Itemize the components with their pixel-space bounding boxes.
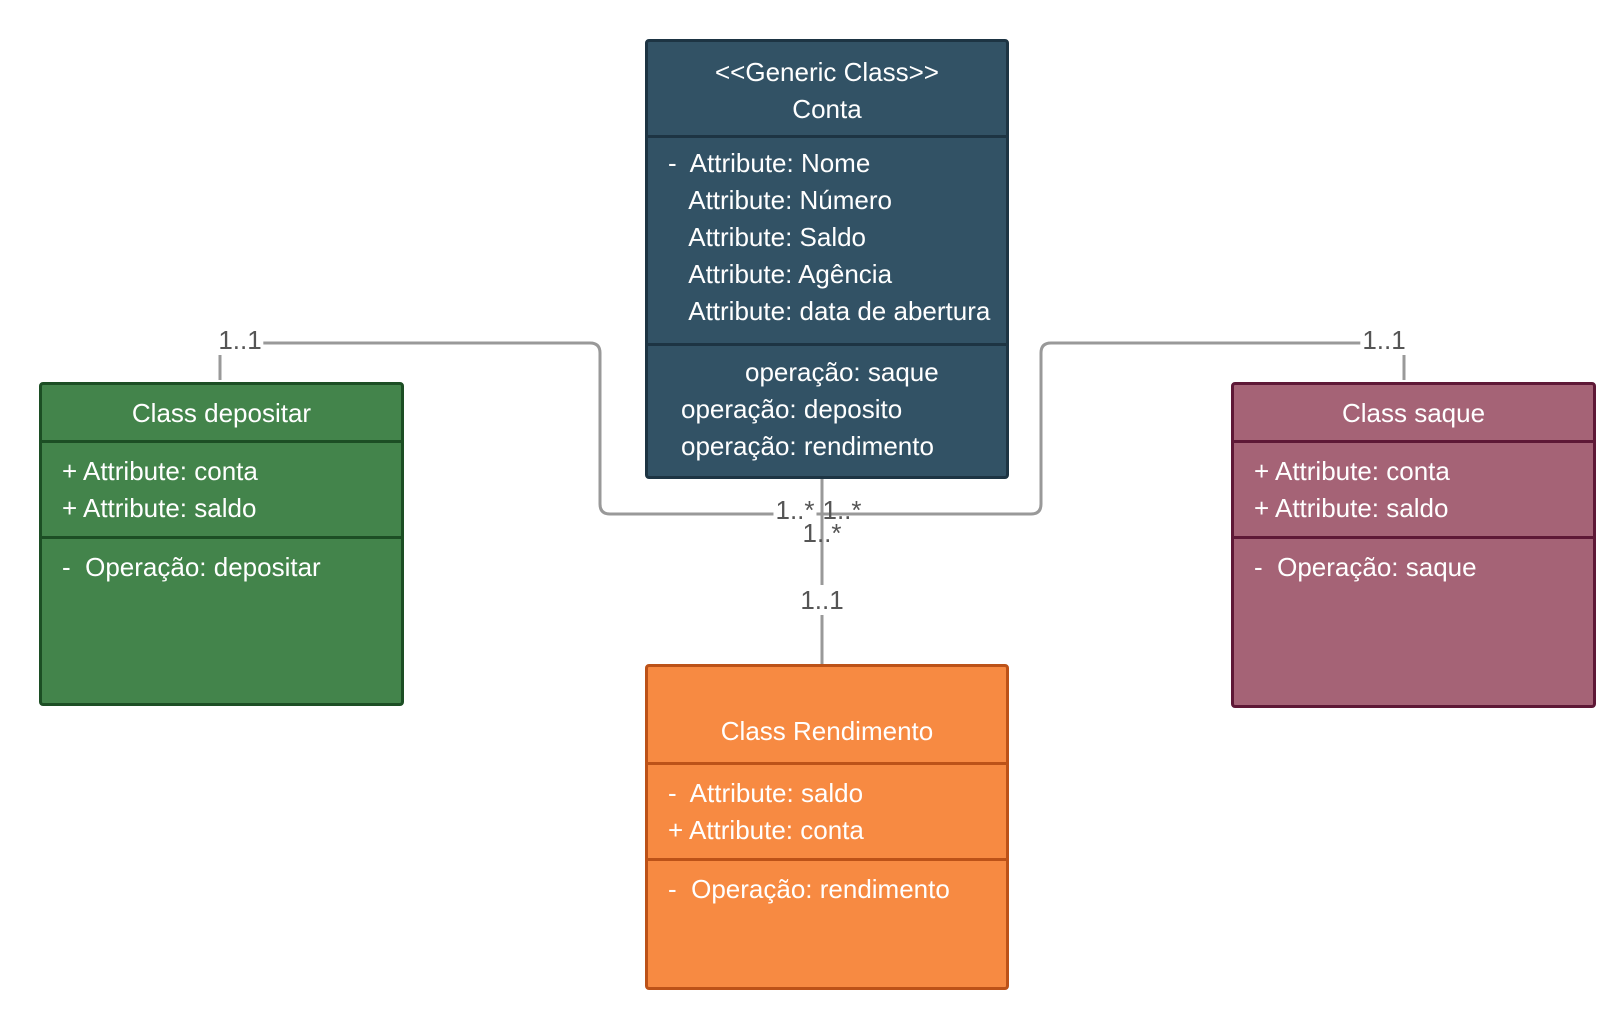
attribute-row: + Attribute: conta: [1254, 456, 1450, 486]
attribute-row: Attribute: Número: [668, 185, 892, 215]
multiplicity-conta-saque: 1..*: [822, 495, 862, 525]
class-saque[interactable]: Class saque + Attribute: conta + Attribu…: [1231, 382, 1596, 708]
class-conta-stereotype: <<Generic Class>>: [714, 57, 939, 87]
multiplicity-depositar: 1..1: [216, 325, 264, 355]
attribute-row: Attribute: Saldo: [668, 222, 867, 252]
class-saque-header: Class saque: [1234, 385, 1593, 443]
class-depositar-attributes: + Attribute: conta + Attribute: saldo: [42, 443, 401, 539]
multiplicity-rendimento: 1..1: [798, 585, 846, 615]
class-depositar-operations: - Operação: depositar: [42, 539, 401, 586]
attribute-row: + Attribute: saldo: [1254, 493, 1449, 523]
attribute-row: + Attribute: conta: [668, 815, 864, 845]
multiplicity-saque: 1..1: [1360, 325, 1408, 355]
attribute-row: + Attribute: saldo: [62, 493, 257, 523]
operation-row: operação: deposito: [681, 394, 903, 424]
class-depositar[interactable]: Class depositar + Attribute: conta + Att…: [39, 382, 404, 706]
class-rendimento[interactable]: Class Rendimento - Attribute: saldo + At…: [645, 664, 1009, 990]
class-conta[interactable]: <<Generic Class>> Conta - Attribute: Nom…: [645, 39, 1009, 479]
class-rendimento-operations: - Operação: rendimento: [648, 861, 1006, 908]
multiplicity-conta-depositar: 1..*: [773, 495, 817, 525]
class-saque-operations: - Operação: saque: [1234, 539, 1593, 586]
attribute-row: - Attribute: saldo: [668, 778, 864, 808]
class-conta-operations: operação: saque operação: deposito opera…: [648, 346, 1006, 465]
operation-row: - Operação: depositar: [62, 552, 321, 582]
class-depositar-header: Class depositar: [42, 385, 401, 443]
class-conta-name: Conta: [792, 94, 862, 124]
operation-row: - Operação: rendimento: [668, 874, 950, 904]
class-conta-header: <<Generic Class>> Conta: [648, 42, 1006, 138]
operation-row: operação: saque: [745, 357, 939, 387]
class-depositar-name: Class depositar: [131, 398, 312, 428]
attribute-row: + Attribute: conta: [62, 456, 258, 486]
class-rendimento-attributes: - Attribute: saldo + Attribute: conta: [648, 765, 1006, 861]
operation-row: - Operação: saque: [1254, 552, 1477, 582]
class-saque-name: Class saque: [1341, 398, 1486, 428]
class-conta-attributes: - Attribute: Nome Attribute: Número Attr…: [648, 138, 1006, 346]
attribute-row: Attribute: data de abertura: [668, 296, 991, 326]
attribute-row: - Attribute: Nome: [668, 148, 871, 178]
class-rendimento-header: Class Rendimento: [648, 667, 1006, 765]
class-saque-attributes: + Attribute: conta + Attribute: saldo: [1234, 443, 1593, 539]
multiplicity-conta-rendimento: 1..*: [802, 518, 842, 548]
operation-row: operação: rendimento: [681, 431, 934, 461]
attribute-row: Attribute: Agência: [668, 259, 893, 289]
class-rendimento-name: Class Rendimento: [720, 716, 934, 746]
